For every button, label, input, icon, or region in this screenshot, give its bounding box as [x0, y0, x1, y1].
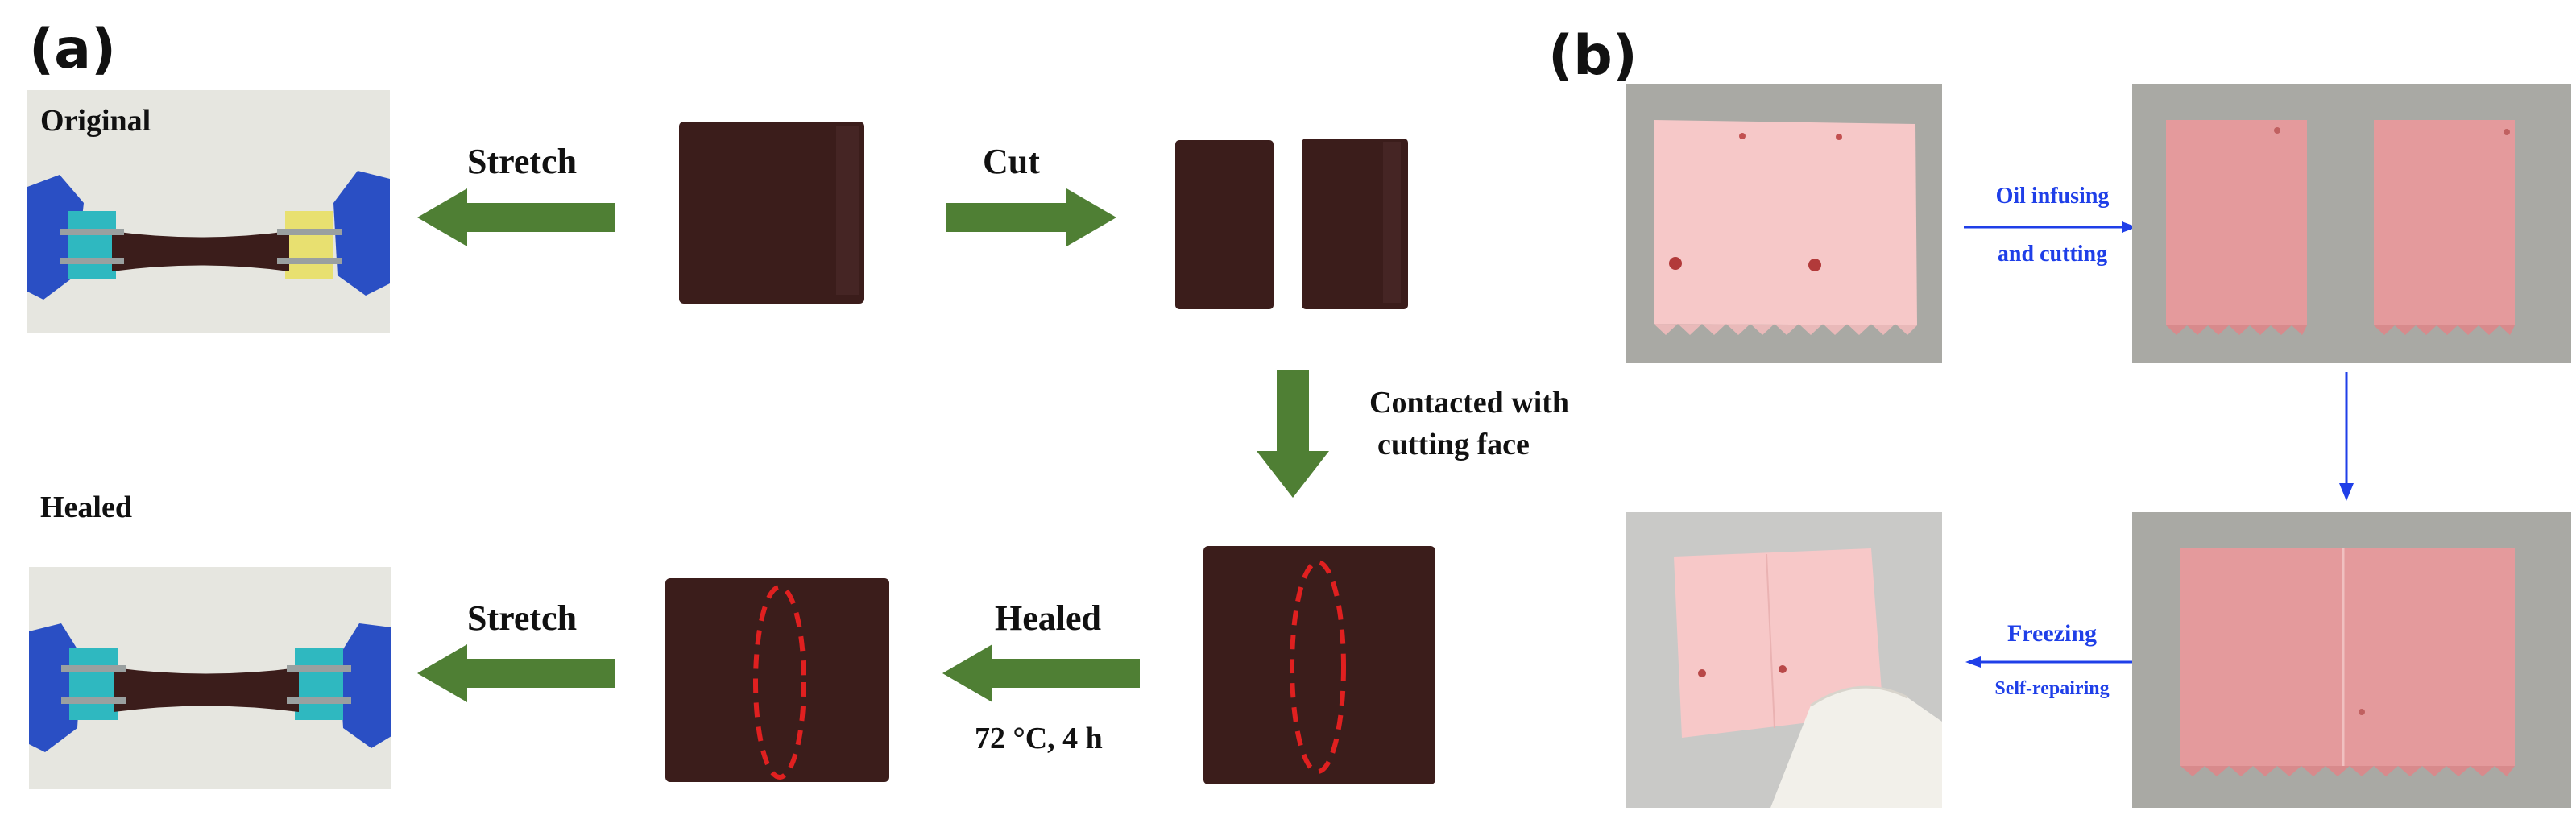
- healing-condition-label: 72 °C, 4 h: [975, 722, 1103, 755]
- oil-infusing-label-line2: and cutting: [1997, 242, 2108, 267]
- oil-infusing-arrow: [1964, 221, 2137, 233]
- healed-square-sample: [661, 573, 894, 787]
- original-label-overlay: Original: [40, 104, 151, 138]
- contact-down-arrow: [1257, 370, 1329, 498]
- stretch-arrow-bottom: [417, 644, 615, 702]
- cut-half-right: [1298, 135, 1411, 312]
- contacted-label-line1: Contacted with: [1369, 386, 1570, 420]
- healed-stretch-photo: [29, 567, 391, 789]
- pink-cut-photo: [2132, 84, 2571, 363]
- contact-blue-arrow: [2339, 372, 2354, 501]
- original-stretch-photo: [27, 90, 390, 333]
- freezing-label: Freezing: [2007, 620, 2098, 647]
- contacted-square-sample: [1199, 541, 1440, 789]
- stretch-arrow-top: [417, 188, 615, 246]
- stretch-label-top: Stretch: [467, 142, 578, 181]
- healed-arrow: [942, 644, 1140, 702]
- cut-arrow: [946, 188, 1116, 246]
- cut-half-left: [1172, 137, 1277, 312]
- pink-contacted-photo: [2132, 512, 2571, 808]
- cut-label: Cut: [983, 142, 1040, 181]
- freezing-arrow: [1965, 656, 2136, 668]
- oil-infusing-label-line1: Oil infusing: [1995, 184, 2110, 209]
- stretch-label-bottom: Stretch: [467, 598, 578, 638]
- self-repairing-label: Self-repairing: [1994, 678, 2110, 699]
- panel-b-label: (b): [1548, 24, 1638, 88]
- original-square-sample: [675, 118, 868, 308]
- panel-a-label: (a): [29, 18, 117, 81]
- healed-label: Healed: [40, 490, 132, 524]
- pink-repaired-held-photo: [1626, 512, 1942, 808]
- pink-original-photo: [1626, 84, 1942, 363]
- contact-seam-dashed-ellipse: [1290, 560, 1346, 774]
- contacted-label-line2: cutting face: [1377, 428, 1530, 461]
- healed-seam-dashed-ellipse: [753, 585, 806, 780]
- healed-arrow-label: Healed: [995, 598, 1101, 638]
